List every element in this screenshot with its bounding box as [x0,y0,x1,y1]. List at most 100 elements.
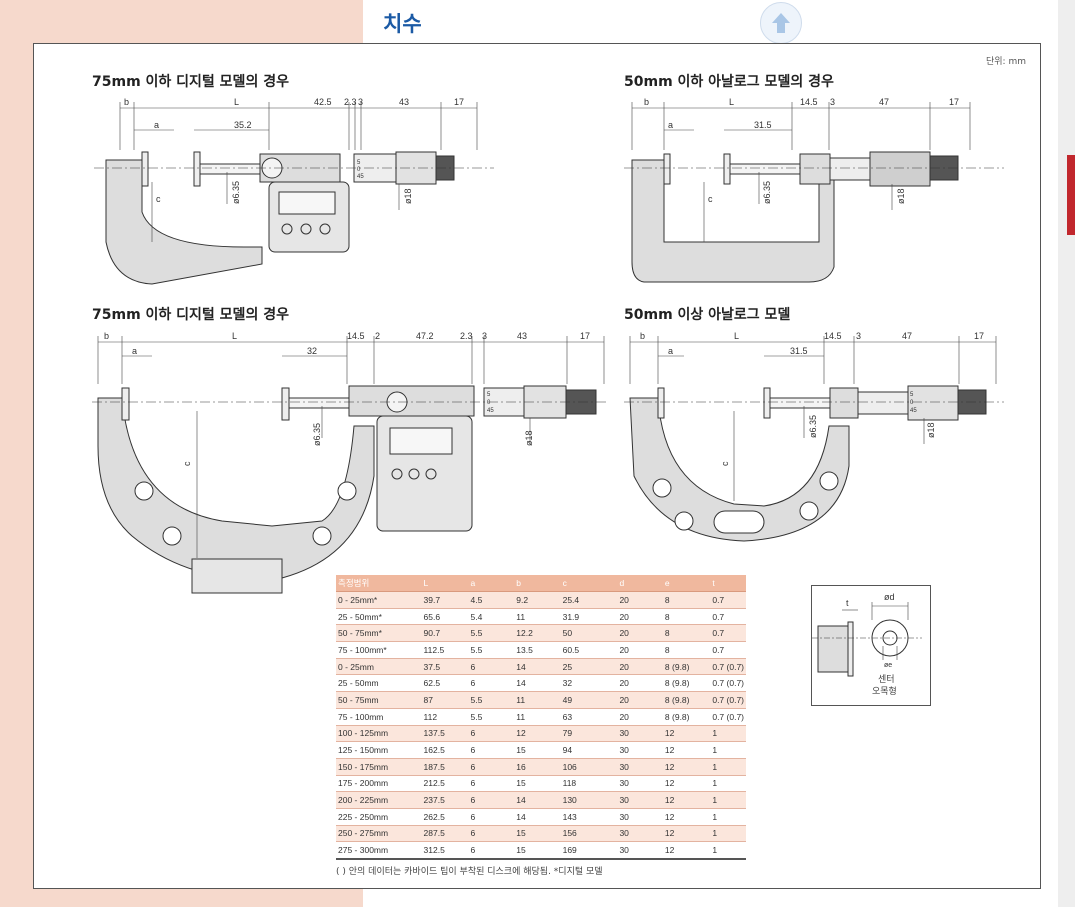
table-cell: 6 [468,658,515,676]
dim-2-3: 2.3 [344,97,357,107]
dim-14-5: 14.5 [824,331,842,341]
section-title-digital-75-b: 75mm 이하 디지털 모델의 경우 [92,307,289,323]
table-cell: 12 [662,725,711,743]
dim-thimble: ø18 [403,188,413,204]
dim-b: b [640,331,645,341]
table-cell: 5.5 [468,691,515,709]
anvil-detail-box: t ød øe 센터 오목형 [811,585,931,706]
dim-thimble: ø18 [524,430,534,446]
table-footnote: ( ) 안의 데이터는 카바이드 팁이 부착된 디스크에 해당됨. *디지털 모… [336,867,603,877]
table-cell: 0.7 [710,608,746,626]
table-cell: 37.5 [421,658,469,676]
col-header: e [662,575,711,592]
table-cell: 11 [514,608,561,626]
scale-5: 5 [487,392,491,398]
dim-47: 47 [879,97,889,107]
table-cell: 87 [421,691,469,709]
table-cell: 30 [617,841,663,861]
table-cell: 12 [662,791,711,809]
table-cell: 14 [514,674,561,693]
table-cell: 0.7 (0.7) [710,708,746,726]
col-header: c [560,575,618,592]
table-cell: 1 [710,758,746,776]
figure-analog-small: b L 14.5 3 47 17 a 31.5 c ø6.35 ø18 [624,97,1004,283]
table-cell: 237.5 [421,791,469,809]
table-cell: 5.5 [468,708,515,726]
table-cell: 20 [617,591,663,609]
dim-14-5: 14.5 [800,97,818,107]
table-cell: 225 - 250mm [336,808,422,826]
table-cell: 32 [560,674,618,693]
table-cell: 75 - 100mm* [336,641,422,659]
scale-0: 0 [487,400,491,406]
table-cell: 6 [468,674,515,693]
figure-digital-large: b L 14.5 2 47.2 2.3 3 43 17 a 32 c ø6.35… [92,331,607,594]
table-cell: 0.7 [710,624,746,643]
table-cell: 125 - 150mm [336,741,422,759]
scrollbar-track[interactable] [1058,0,1075,907]
table-cell: 20 [617,641,663,659]
col-header: b [514,575,561,592]
table-cell: 6 [468,791,515,809]
table-cell: 60.5 [560,641,618,659]
table-cell: 5.5 [468,624,515,643]
dim-thimble: ø18 [896,188,906,204]
table-cell: 9.2 [514,591,561,609]
table-cell: 30 [617,808,663,826]
table-cell: 262.5 [421,808,469,826]
dim-L: L [234,97,239,107]
dim-span: 35.2 [234,120,252,130]
section-tab-marker[interactable] [1067,155,1075,235]
dim-L: L [232,331,237,341]
table-cell: 39.7 [421,591,469,609]
dim-span: 32 [307,346,317,356]
table-cell: 6 [468,775,515,793]
table-cell: 200 - 225mm [336,791,422,809]
scroll-to-top-button[interactable] [760,2,802,44]
table-cell: 15 [514,741,561,759]
table-cell: 65.6 [421,608,469,626]
dim-17: 17 [974,331,984,341]
dim-3: 3 [482,331,487,341]
scale-0: 0 [357,167,361,173]
table-cell: 8 (9.8) [662,691,711,709]
table-cell: 14 [514,791,561,809]
table-cell: 5.5 [468,641,515,659]
section-title-digital-75: 75mm 이하 디지털 모델의 경우 [92,74,289,90]
col-header: t [710,575,746,592]
table-cell: 250 - 275mm [336,825,422,843]
dim-43: 43 [399,97,409,107]
table-cell: 0 - 25mm [336,658,422,676]
table-cell: 0.7 [710,591,746,609]
table-cell: 1 [710,841,746,861]
table-cell: 143 [560,808,618,826]
dim-a: a [668,120,673,130]
table-cell: 12 [662,808,711,826]
table-cell: 20 [617,708,663,726]
dim-b: b [644,97,649,107]
table-cell: 8 (9.8) [662,674,711,693]
scale-5: 5 [357,160,361,166]
dim-span: 31.5 [790,346,808,356]
table-cell: 30 [617,825,663,843]
detail-caption-2: 오목형 [872,686,897,697]
table-cell: 75 - 100mm [336,708,422,726]
table-cell: 62.5 [421,674,469,693]
dim-3: 3 [856,331,861,341]
table-cell: 0 - 25mm* [336,591,422,609]
table-cell: 212.5 [421,775,469,793]
table-cell: 20 [617,691,663,709]
scale-45: 45 [910,408,917,414]
table-cell: 30 [617,741,663,759]
dim-spindle: ø6.35 [231,181,241,204]
table-cell: 14 [514,658,561,676]
anvil-detail-drawing: t ød øe 센터 오목형 [812,592,922,697]
dim-47: 47 [902,331,912,341]
